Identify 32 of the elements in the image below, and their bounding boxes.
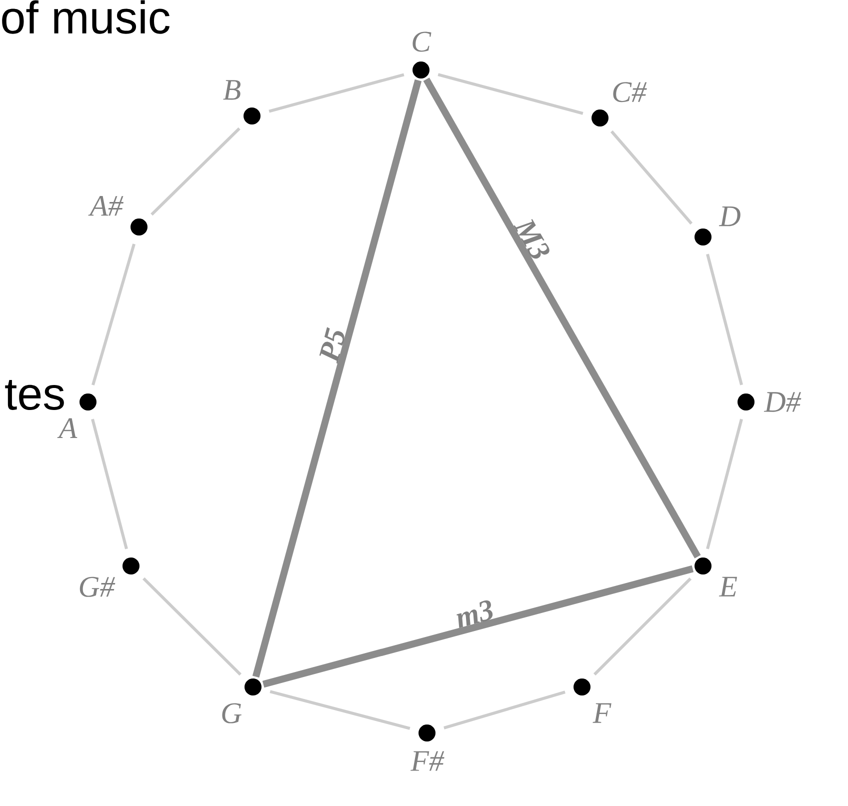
interval-line	[444, 690, 566, 730]
node-label: B	[223, 80, 240, 100]
interval-line	[610, 130, 693, 225]
edge-label: M3	[514, 219, 550, 259]
interval-line	[593, 577, 692, 676]
node-label: A	[57, 418, 78, 438]
node-label: E	[718, 576, 738, 596]
interval-line	[423, 78, 701, 558]
edge-label: P5	[319, 327, 344, 364]
interval-line	[150, 127, 240, 216]
node-label: D	[718, 206, 740, 226]
interval-line	[252, 79, 422, 678]
interval-line	[438, 73, 584, 115]
node-label: G#	[80, 576, 116, 597]
node-label: C	[412, 32, 432, 52]
slide-text: tes	[5, 380, 64, 410]
node-label: F#	[410, 751, 444, 771]
interval-line	[706, 254, 743, 386]
node-label: G	[222, 703, 242, 724]
interval-line	[270, 690, 410, 730]
interval-line	[262, 565, 694, 688]
interval-line	[91, 418, 128, 550]
interval-line	[142, 577, 242, 676]
interval-line	[706, 418, 743, 550]
interval-line	[268, 73, 404, 113]
node-label: C#	[613, 82, 647, 102]
node-label: F	[592, 703, 612, 723]
edge-label: m3	[456, 600, 493, 628]
interval-line	[92, 244, 136, 386]
node-label: A#	[88, 196, 124, 216]
node-label: D#	[764, 392, 802, 412]
slide-text: of music	[2, 0, 170, 34]
